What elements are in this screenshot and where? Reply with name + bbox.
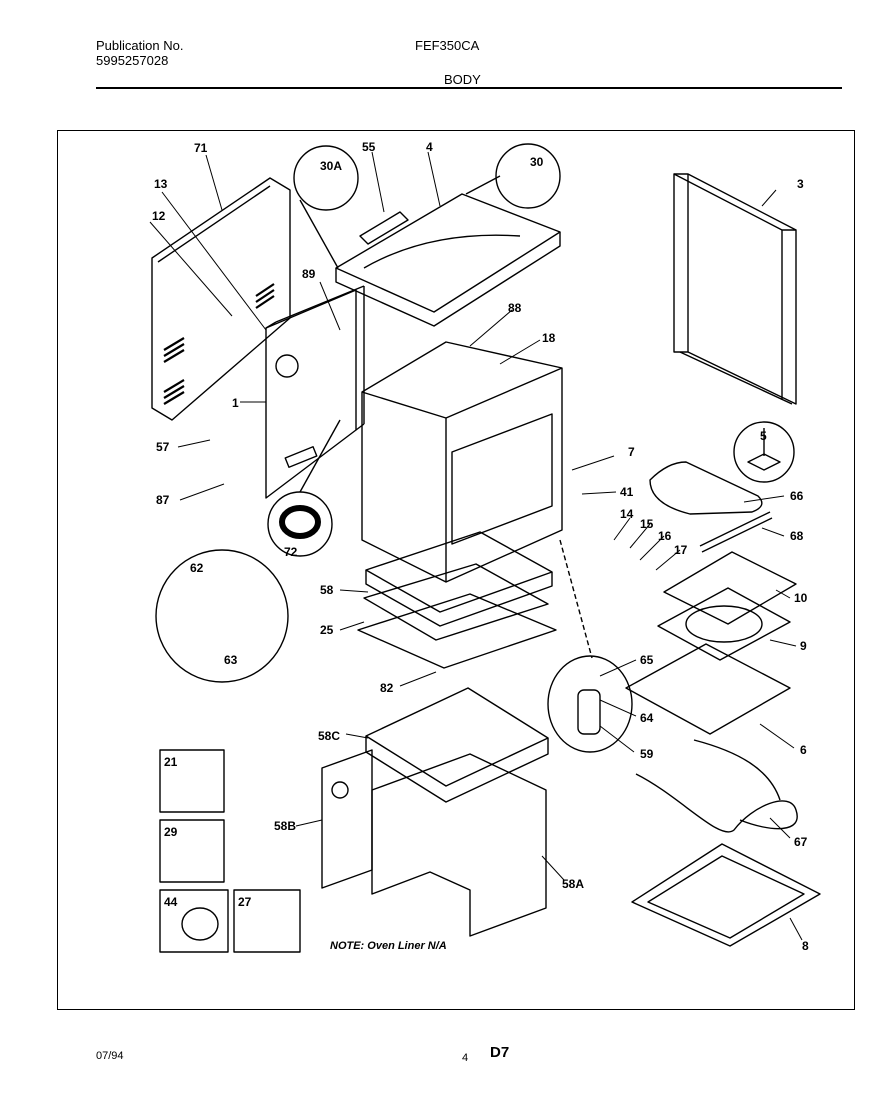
callout-circle-30 [495, 143, 561, 209]
control-panel-drawing [265, 285, 365, 499]
part-box-44 [159, 889, 229, 953]
side-panel-drawing [673, 173, 797, 405]
part-label-66: 66 [790, 489, 804, 503]
part-label-5: 5 [760, 429, 767, 443]
part-label-72: 72 [284, 545, 298, 559]
part-label-87: 87 [156, 493, 170, 507]
model-number: FEF350CA [415, 38, 480, 53]
publication-label: Publication No. [96, 38, 184, 53]
bottom-insulation-drawing [357, 531, 557, 669]
part-label-58b: 58B [274, 819, 296, 833]
part-label-15: 15 [640, 517, 654, 531]
part-label-55: 55 [362, 140, 376, 154]
section-title: BODY [444, 72, 481, 87]
leveling-leg-circle [733, 421, 795, 483]
bake-element-drawing [649, 461, 773, 553]
drawer-bottom-drawing [631, 843, 821, 947]
part-label-64: 64 [640, 711, 654, 725]
part-label-57: 57 [156, 440, 170, 454]
part-label-1: 1 [232, 396, 239, 410]
part-box-21 [159, 749, 225, 813]
part-label-82: 82 [380, 681, 394, 695]
part-label-21: 21 [164, 755, 178, 769]
part-label-88: 88 [508, 301, 522, 315]
lower-insulation-drawing [321, 687, 549, 937]
part-box-29 [159, 819, 225, 883]
part-label-63: 63 [224, 653, 238, 667]
broil-pan-drawing [625, 551, 797, 735]
part-label-62: 62 [190, 561, 204, 575]
part-label-58c: 58C [318, 729, 340, 743]
leveling-leg-drawing [747, 453, 781, 471]
part-label-68: 68 [790, 529, 804, 543]
footer-page-code: D7 [490, 1044, 510, 1061]
callout-circle-59 [547, 655, 633, 753]
part-label-16: 16 [658, 529, 672, 543]
part-label-58a: 58A [562, 877, 584, 891]
publication-number: 5995257028 [96, 53, 169, 68]
sensor-wire-drawing [635, 773, 798, 833]
part-label-41: 41 [620, 485, 634, 499]
part-label-59: 59 [640, 747, 654, 761]
part-label-30: 30 [530, 155, 544, 169]
part-label-7: 7 [628, 445, 635, 459]
part-label-17: 17 [674, 543, 688, 557]
diagram-frame [57, 130, 855, 1010]
part-label-58: 58 [320, 583, 334, 597]
part-label-89: 89 [302, 267, 316, 281]
part-label-29: 29 [164, 825, 178, 839]
callout-circle-62 [155, 549, 289, 683]
part-label-25: 25 [320, 623, 334, 637]
part-label-4: 4 [426, 140, 433, 154]
part-label-65: 65 [640, 653, 654, 667]
part-label-71: 71 [194, 141, 208, 155]
callout-circle-72 [267, 491, 333, 557]
part-label-12: 12 [152, 209, 166, 223]
footer-date: 07/94 [96, 1050, 124, 1062]
sensor-probe-drawing [693, 739, 781, 801]
part-label-10: 10 [794, 591, 808, 605]
part-label-18: 18 [542, 331, 556, 345]
top-panel-drawing [335, 193, 561, 327]
part-label-6: 6 [800, 743, 807, 757]
footer-page-number: 4 [462, 1052, 469, 1064]
part-label-27: 27 [238, 895, 252, 909]
header-rule [96, 87, 842, 89]
part-label-14: 14 [620, 507, 634, 521]
part-box-27 [233, 889, 301, 953]
part-label-3: 3 [797, 177, 804, 191]
part-label-8: 8 [802, 939, 809, 953]
part-label-44: 44 [164, 895, 178, 909]
callout-circle-30a [293, 145, 359, 211]
back-panel-drawing [151, 177, 291, 421]
part-label-30a: 30A [320, 159, 342, 173]
part-label-13: 13 [154, 177, 168, 191]
oven-body-drawing [361, 341, 563, 583]
oven-liner-note: NOTE: Oven Liner N/A [330, 940, 447, 952]
part-label-67: 67 [794, 835, 808, 849]
part-label-9: 9 [800, 639, 807, 653]
